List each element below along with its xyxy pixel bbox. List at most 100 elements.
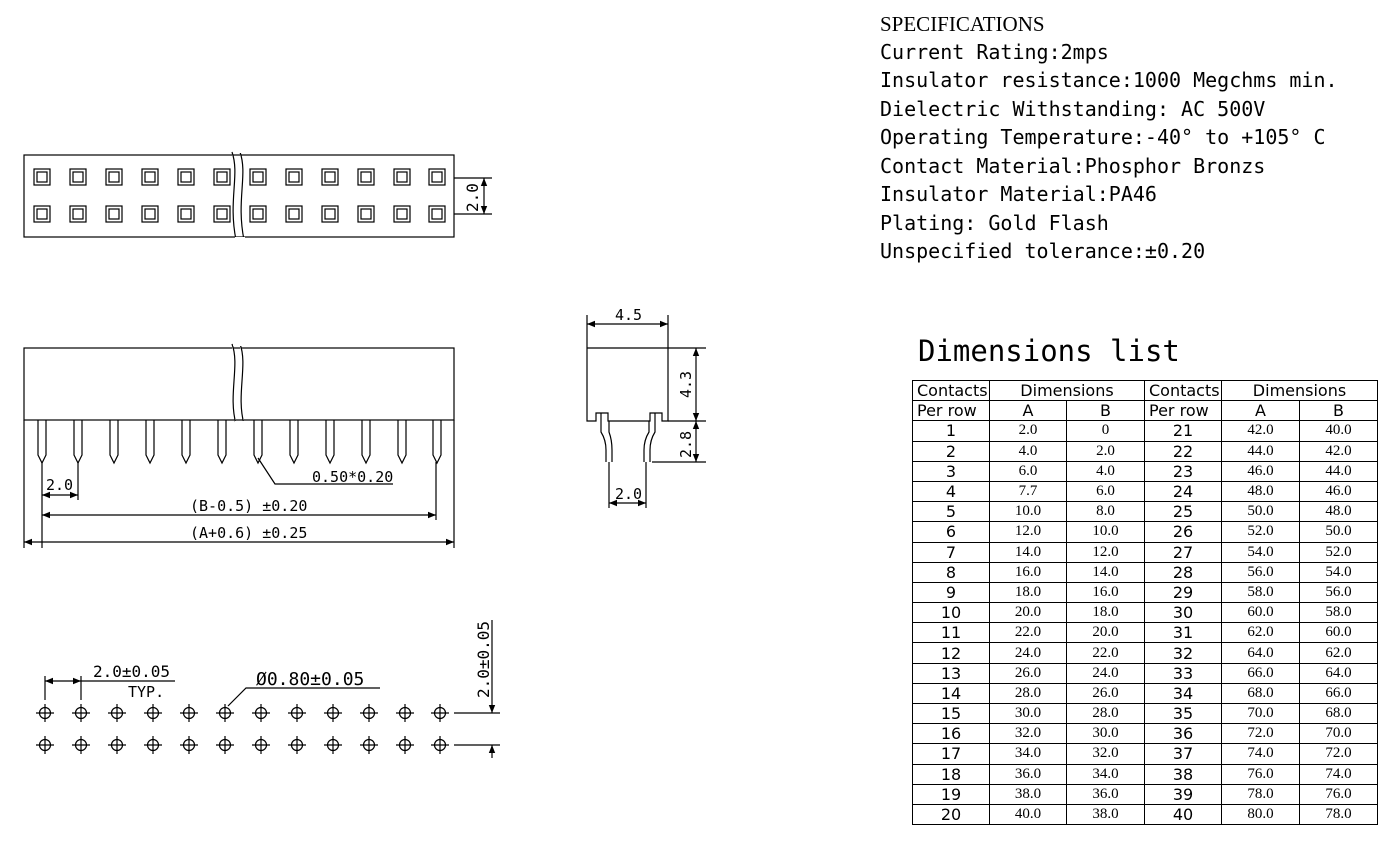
- dim-b-cell: 74.0: [1299, 763, 1378, 785]
- pcb-hole: [396, 736, 414, 754]
- pcb-hole: [36, 704, 54, 722]
- contacts-cell: 4: [912, 480, 990, 503]
- dim-a-cell: 28.0: [989, 682, 1067, 705]
- dim-b-cell: 46.0: [1299, 480, 1378, 503]
- dim-a-cell: 64.0: [1221, 642, 1300, 664]
- contact-square: [141, 168, 159, 186]
- dim-a-cell: 52.0: [1221, 521, 1300, 543]
- contact-pin: [109, 420, 119, 465]
- contact-square: [321, 168, 339, 186]
- pcb-typ-label: TYP.: [128, 683, 164, 701]
- dim-b-cell: 72.0: [1299, 743, 1378, 765]
- contact-square: [393, 205, 411, 223]
- side-pin-pitch-label: 2.0: [615, 485, 642, 503]
- dim-b-cell: 52.0: [1299, 541, 1378, 563]
- dim-b-cell: 0: [1066, 420, 1145, 442]
- dim-a-cell: 38.0: [989, 783, 1067, 805]
- contact-pin: [432, 420, 442, 465]
- dim-a-cell: 70.0: [1221, 702, 1300, 725]
- contacts-cell: 16: [912, 723, 990, 745]
- dim-b-cell: 70.0: [1299, 723, 1378, 745]
- dim-a-cell: 56.0: [1221, 561, 1300, 583]
- dim-a-cell: 60.0: [1221, 602, 1300, 624]
- pcb-hole: [396, 704, 414, 722]
- dim-b-cell: 24.0: [1066, 662, 1145, 684]
- contact-pin: [361, 420, 371, 465]
- dim-a-cell: 14.0: [989, 541, 1067, 563]
- pcb-hole: [324, 736, 342, 754]
- contacts-cell: 31: [1144, 622, 1222, 644]
- dim-b-cell: 36.0: [1066, 783, 1145, 805]
- pcb-hole: [36, 736, 54, 754]
- contacts-cell: 37: [1144, 743, 1222, 765]
- dim-a-cell: 40.0: [989, 803, 1067, 826]
- contact-pin: [181, 420, 191, 465]
- contacts-cell: 22: [1144, 440, 1222, 462]
- spec-line: Operating Temperature:-40° to +105° C: [880, 125, 1326, 149]
- contacts-cell: 12: [912, 642, 990, 664]
- dim-a-cell: 2.0: [989, 420, 1067, 442]
- dim-a-cell: 34.0: [989, 743, 1067, 765]
- dimensions-header: Dimensions: [1221, 379, 1378, 402]
- front-view-pins: [37, 420, 442, 465]
- contact-square: [105, 168, 123, 186]
- front-view: [23, 342, 455, 548]
- contact-square: [33, 205, 51, 223]
- spec-line: Plating: Gold Flash: [880, 211, 1109, 235]
- contacts-cell: 28: [1144, 561, 1222, 583]
- top-view: [23, 150, 492, 241]
- spec-line: Dielectric Withstanding: AC 500V: [880, 97, 1266, 121]
- pcb-hole: [252, 736, 270, 754]
- dim-a-cell: 78.0: [1221, 783, 1300, 805]
- dim-b-cell: 12.0: [1066, 541, 1145, 563]
- dim-a-cell: 30.0: [989, 702, 1067, 725]
- pcb-hole: [360, 704, 378, 722]
- contacts-cell: 17: [912, 743, 990, 765]
- b-header: B: [1066, 400, 1145, 422]
- contact-square: [393, 168, 411, 186]
- pcb-layout: [36, 620, 500, 758]
- dim-b-cell: 4.0: [1066, 460, 1145, 482]
- dim-b-cell: 10.0: [1066, 521, 1145, 543]
- dim-b-cell: 18.0: [1066, 602, 1145, 624]
- contacts-cell: 38: [1144, 763, 1222, 785]
- contact-pin: [325, 420, 335, 465]
- dim-a-cell: 62.0: [1221, 622, 1300, 644]
- dim-b-cell: 2.0: [1066, 440, 1145, 462]
- dim-a-cell: 12.0: [989, 521, 1067, 543]
- pcb-row-pitch-label: 2.0±0.05: [474, 621, 493, 698]
- pcb-hole: [216, 704, 234, 722]
- dim-b-cell: 8.0: [1066, 501, 1145, 523]
- dimensions-table: Contacts Dimensions Contacts Dimensions …: [912, 379, 1378, 826]
- pcb-hole: [72, 704, 90, 722]
- dim-b-cell: 28.0: [1066, 702, 1145, 725]
- dim-b-cell: 32.0: [1066, 743, 1145, 765]
- contacts-cell: 8: [912, 561, 990, 583]
- contacts-cell: 35: [1144, 702, 1222, 725]
- dim-b-cell: 26.0: [1066, 682, 1145, 705]
- dim-b-cell: 60.0: [1299, 622, 1378, 644]
- side-pin-length-label: 2.8: [677, 431, 695, 458]
- dim-b-cell: 40.0: [1299, 420, 1378, 442]
- spec-line: Insulator Material:PA46: [880, 182, 1157, 206]
- contact-square: [105, 205, 123, 223]
- dim-a-cell: 22.0: [989, 622, 1067, 644]
- pcb-hole: [216, 736, 234, 754]
- dim-b-cell: 64.0: [1299, 662, 1378, 684]
- spec-line: Contact Material:Phosphor Bronzs: [880, 154, 1266, 178]
- dim-b-cell: 58.0: [1299, 602, 1378, 624]
- dim-a-cell: 36.0: [989, 763, 1067, 785]
- contact-square: [177, 205, 195, 223]
- pcb-hole: [144, 704, 162, 722]
- dimensions-list-title: Dimensions list: [918, 334, 1180, 368]
- dim-b-cell: 6.0: [1066, 480, 1145, 503]
- contact-pin: [289, 420, 299, 465]
- pcb-pitch-label: 2.0±0.05: [93, 662, 170, 681]
